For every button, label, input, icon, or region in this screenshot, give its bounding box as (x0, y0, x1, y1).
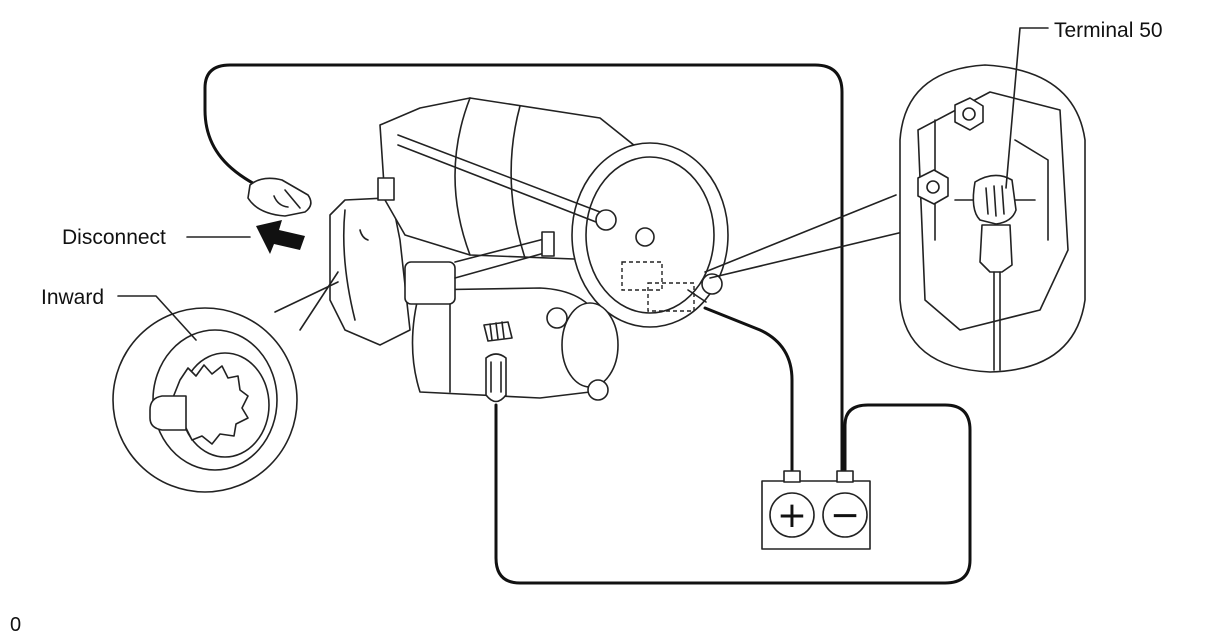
wires (203, 63, 972, 585)
wire-negative-terminal (494, 403, 972, 585)
battery-negative-symbol: − (830, 495, 860, 536)
inward-label: Inward (41, 286, 104, 309)
corner-mark: 0 (10, 614, 22, 636)
battery-negative-circle (822, 492, 868, 538)
battery: + − (761, 470, 871, 550)
battery-positive-circle (769, 492, 815, 538)
hex-bolt-lower (917, 169, 949, 205)
terminal-50-label: Terminal 50 (1054, 19, 1163, 42)
pinion-callout (112, 271, 339, 493)
inward-leader (117, 295, 197, 341)
disconnect-arrow (256, 220, 305, 254)
wire-clip (485, 353, 507, 403)
battery-positive-symbol: + (777, 495, 807, 536)
hex-bolt-upper (954, 97, 984, 131)
wire-positive-terminal (703, 306, 794, 472)
starter-motor (329, 97, 904, 403)
wire-top-loop (203, 63, 844, 472)
disconnect-label: Disconnect (62, 226, 166, 249)
disconnected-connector (247, 177, 312, 217)
battery-negative-post (836, 470, 854, 483)
terminal-50-leader (1005, 27, 1049, 189)
battery-positive-post (783, 470, 801, 483)
terminal-50-callout (899, 27, 1086, 373)
